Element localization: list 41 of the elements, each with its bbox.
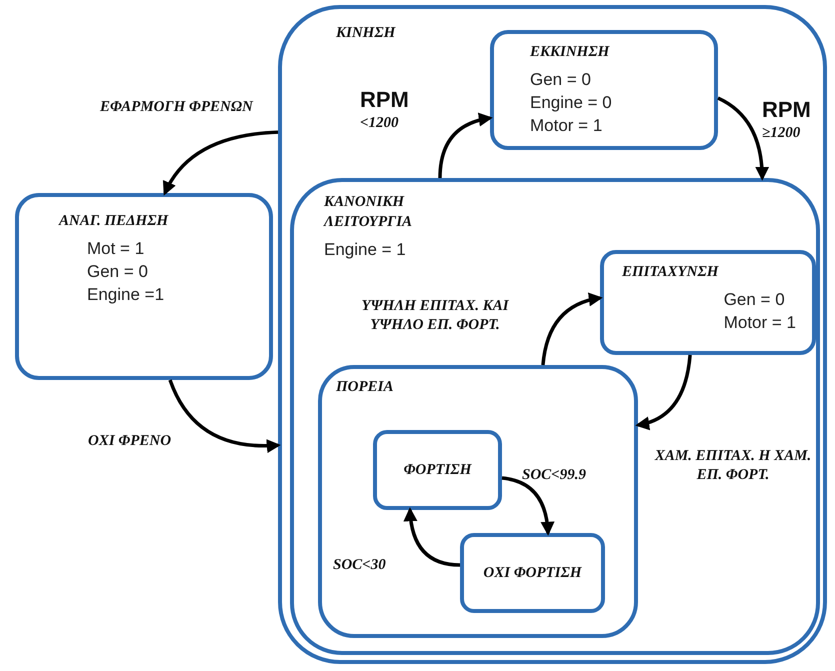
transition-arrow [404, 507, 460, 567]
edge-label: ΥΨΗΛΗ ΕΠΙΤΑΧ. ΚΑΙ ΥΨΗΛΟ ΕΠ. ΦΟΡΤ. [360, 297, 510, 335]
state-box [460, 533, 605, 613]
state-title: ΠΟΡΕΙΑ [336, 378, 394, 397]
transition-arrow [163, 130, 278, 196]
state-box [490, 30, 718, 150]
transition-arrow [438, 113, 493, 178]
transition-arrow [541, 293, 603, 366]
state-title: ΕΠΙΤΑΧΥΝΣΗ [622, 263, 718, 282]
state-variable: Motor = 1 [724, 312, 796, 334]
edge-label: RPM ≥1200 [762, 96, 811, 143]
transition-arrow [168, 379, 281, 453]
edge-label: SOC<30 [333, 556, 386, 575]
state-title: ΚΑΝΟΝΙΚΗ ΛΕΙΤΟΥΡΓΙΑ [324, 193, 414, 232]
state-variable: Motor = 1 [530, 115, 604, 137]
edge-label: ΕΦΑΡΜΟΓΗ ΦΡΕΝΩΝ [100, 98, 253, 117]
state-box [15, 193, 273, 380]
state-variable: Gen = 0 [87, 261, 149, 283]
state-box [290, 178, 820, 655]
state-variable: Engine = 1 [324, 239, 406, 261]
transition-arrow [717, 96, 769, 181]
edge-label: ΟΧΙ ΦΡΕΝΟ [88, 432, 172, 451]
edge-label: RPM <1200 [360, 86, 409, 133]
transition-arrow [635, 354, 692, 430]
state-title: ΚΙΝΗΣΗ [336, 24, 396, 43]
state-box [600, 250, 816, 355]
state-title: ΑΝΑΓ. ΠΕΔΗΣΗ [59, 212, 168, 231]
state-title: ΦΟΡΤΙΣΗ [404, 461, 472, 480]
state-box [373, 430, 502, 510]
state-box [278, 5, 827, 664]
state-variable: Gen = 0 [724, 289, 786, 311]
state-variable: Engine = 0 [530, 92, 612, 114]
state-box [318, 365, 638, 638]
state-variable: Gen = 0 [530, 69, 592, 91]
state-variable: Engine =1 [87, 284, 164, 306]
state-title: ΟΧΙ ΦΟΡΤΙΣΗ [483, 564, 582, 583]
edge-label: ΧΑΜ. ΕΠΙΤΑΧ. Η ΧΑΜ. ΕΠ. ΦΟΡΤ. [654, 447, 812, 485]
transition-arrow [502, 476, 554, 536]
state-title: ΕΚΚΙΝΗΣΗ [530, 43, 610, 62]
edge-label: SOC<99.9 [522, 466, 586, 485]
state-variable: Mot = 1 [87, 238, 146, 260]
